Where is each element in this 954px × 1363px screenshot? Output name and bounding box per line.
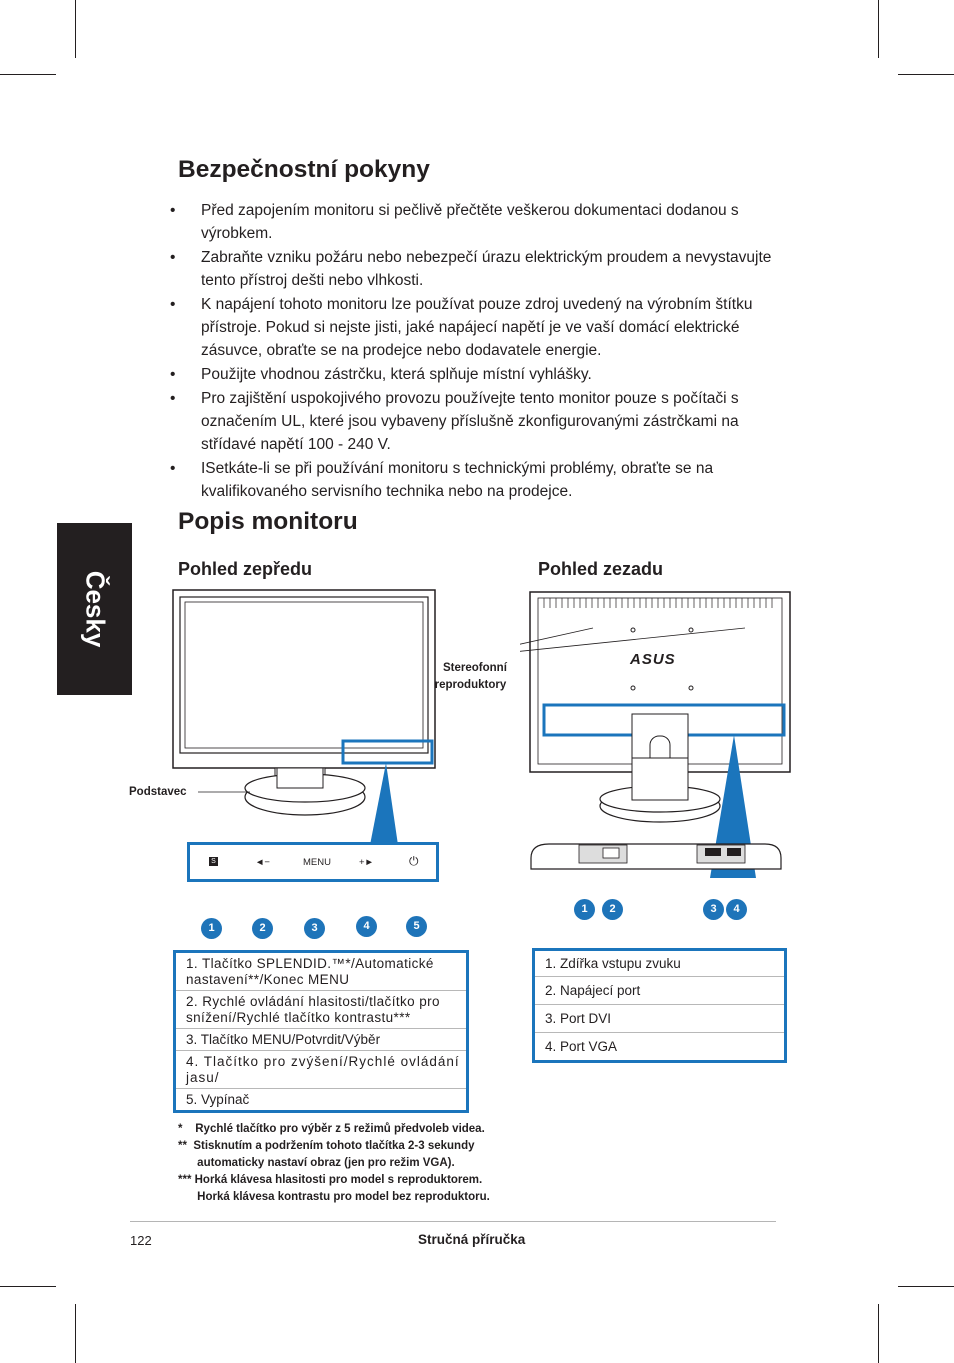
stand-label: Podstavec (129, 786, 187, 798)
footnote: automaticky nastaví obraz (jen pro režim… (178, 1157, 455, 1169)
splendid-button-icon[interactable]: S (209, 857, 218, 866)
safety-item: •ISetkáte-li se při používání monitoru s… (170, 460, 714, 500)
crop-mark (75, 0, 76, 58)
safety-item: •Před zapojením monitoru si pečlivě přeč… (170, 202, 739, 242)
crop-mark (898, 1286, 954, 1287)
menu-button[interactable]: MENU (303, 857, 331, 868)
crop-mark (75, 1304, 76, 1363)
callout-number: 3 (304, 918, 325, 939)
asus-logo: ASUS (630, 651, 676, 668)
monitor-heading: Popis monitoru (178, 508, 358, 535)
front-buttons-table: 1. Tlačítko SPLENDID.™*/Automatické nast… (173, 950, 469, 1113)
language-tab-label: Česky (80, 570, 110, 648)
table-row: 1. Tlačítko SPLENDID.™*/Automatické nast… (176, 953, 466, 991)
footer-divider (130, 1221, 776, 1222)
crop-mark (878, 0, 879, 58)
footnote: *** Horká klávesa hlasitosti pro model s… (178, 1174, 483, 1186)
table-row: 1. Zdířka vstupu zvuku (535, 951, 784, 977)
safety-item: •Zabraňte vzniku požáru nebo nebezpečí ú… (170, 249, 772, 289)
callout-number: 4 (356, 916, 377, 937)
callout-number: 2 (252, 918, 273, 939)
footnote: * Rychlé tlačítko pro výběr z 5 režimů p… (178, 1123, 485, 1135)
table-row: 2. Rychlé ovládání hlasitosti/tlačítko p… (176, 991, 466, 1029)
table-row: 3. Tlačítko MENU/Potvrdit/Výběr (176, 1029, 466, 1051)
footer-title: Stručná příručka (418, 1232, 526, 1247)
speakers-label: Stereofonní reproduktory (434, 662, 507, 691)
safety-item: •Použijte vhodnou zástrčku, která splňuj… (170, 366, 592, 383)
callout-number: 3 (703, 899, 724, 920)
callout-number: 4 (726, 899, 747, 920)
table-row: 4. Port VGA (545, 1039, 618, 1054)
front-view-heading: Pohled zepředu (178, 559, 313, 579)
footnote: Horká klávesa kontrastu pro model bez re… (178, 1191, 490, 1203)
callout-number: 1 (201, 918, 222, 939)
back-ports-table: 1. Zdířka vstupu zvuku 2. Napájecí port … (532, 948, 787, 1063)
footnotes: * Rychlé tlačítko pro výběr z 5 režimů p… (178, 1121, 490, 1206)
callout-number: 5 (406, 916, 427, 937)
crop-mark (0, 1286, 56, 1287)
back-view-heading: Pohled zezadu (538, 559, 664, 579)
crop-mark (878, 1304, 879, 1363)
safety-item: •K napájení tohoto monitoru lze používat… (170, 296, 753, 359)
crop-mark (898, 74, 954, 75)
brightness-up-button-icon[interactable]: +► (359, 857, 374, 868)
footnote: ** Stisknutím a podržením tohoto tlačítk… (178, 1140, 475, 1152)
back-monitor-illustration (520, 591, 791, 878)
table-row: 5. Vypínač (186, 1092, 250, 1107)
safety-heading: Bezpečnostní pokyny (178, 156, 430, 183)
power-button-icon[interactable]: ⏻ (409, 854, 419, 868)
callout-number: 1 (574, 899, 595, 920)
connector-panel-illustration (530, 843, 782, 870)
crop-mark (0, 74, 56, 75)
callout-number: 2 (602, 899, 623, 920)
control-panel: S ◄− MENU +► ⏻ (187, 842, 439, 882)
safety-item: •Pro zajištění uspokojivého provozu použ… (170, 390, 739, 453)
table-row: 2. Napájecí port (535, 977, 784, 1005)
front-monitor-illustration (172, 589, 436, 845)
volume-down-button-icon[interactable]: ◄− (255, 857, 270, 868)
safety-list: •Před zapojením monitoru si pečlivě přeč… (170, 199, 780, 504)
language-tab: Česky (57, 523, 132, 695)
table-row: 4. Tlačítko pro zvýšení/Rychlé ovládání … (176, 1051, 466, 1089)
table-row: 3. Port DVI (535, 1005, 784, 1033)
page-number: 122 (130, 1233, 152, 1248)
